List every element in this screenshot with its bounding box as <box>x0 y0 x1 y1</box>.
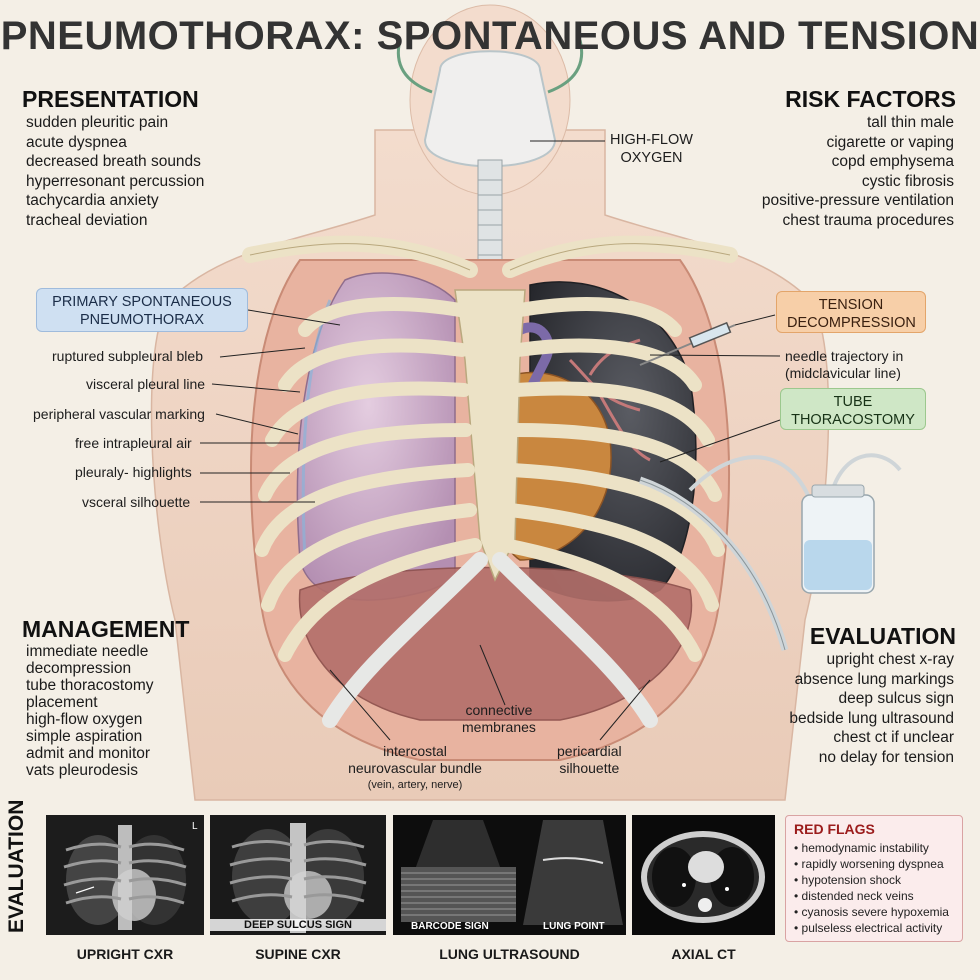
evaluation-strip-label: EVALUATION <box>5 799 28 933</box>
right-ribs <box>498 297 725 662</box>
list-item: copd emphysema <box>831 153 954 170</box>
list-item: decreased breath sounds <box>26 153 201 170</box>
list-item: placement <box>26 694 98 711</box>
red-flags-title: RED FLAGS <box>794 821 875 837</box>
intercostal-bundle-label: intercostal neurovascular bundle (vein, … <box>348 743 482 791</box>
red-flags-box: RED FLAGS • hemodynamic instability • ra… <box>785 815 963 942</box>
supine-cxr-image: DEEP SULCUS SIGN <box>210 815 386 935</box>
management-heading: MANAGEMENT <box>22 616 190 642</box>
label-free-air: free intrapleural air <box>75 435 192 451</box>
list-item: cystic fibrosis <box>861 172 954 190</box>
evaluation-heading: EVALUATION <box>809 623 956 649</box>
barcode-sign-overlay: BARCODE SIGN <box>411 921 489 932</box>
red-flag-item: • rapidly worsening dyspnea <box>794 857 944 871</box>
list-item: deep sulcus sign <box>838 690 954 707</box>
oxygen-mask <box>423 50 557 168</box>
list-item: high-flow oxygen <box>26 711 143 728</box>
list-item: upright chest x-ray <box>826 651 955 668</box>
caption-lung-ultrasound: LUNG ULTRASOUND <box>439 946 580 962</box>
list-item: absence lung markings <box>794 670 954 688</box>
label-peripheral-vascular: peripheral vascular marking <box>33 406 205 422</box>
list-item: tube thoracostomy <box>26 677 154 694</box>
red-flag-item: • cyanosis severe hypoxemia <box>794 905 949 919</box>
axial-ct-image <box>632 815 775 935</box>
list-item: acute dyspnea <box>26 133 127 151</box>
deep-sulcus-overlay: DEEP SULCUS SIGN <box>210 919 386 931</box>
label-pleural-highlights: pleuraly- highlights <box>75 464 192 480</box>
list-item: positive-pressure ventilation <box>761 192 954 209</box>
oxygen-label: HIGH-FLOW OXYGEN <box>610 132 693 166</box>
red-flag-item: • hypotension shock <box>794 873 901 887</box>
risk-factors-list: tall thin male cigarette or vaping copd … <box>762 113 954 230</box>
label-visceral-silhouette: vsceral silhouette <box>82 494 191 510</box>
presentation-heading: PRESENTATION <box>22 86 199 112</box>
list-item: decompression <box>26 660 132 677</box>
list-item: simple aspiration <box>26 728 143 745</box>
caption-supine-cxr: SUPINE CXR <box>255 946 341 962</box>
list-item: cigarette or vaping <box>826 133 954 151</box>
list-item: vats pleurodesis <box>26 762 139 779</box>
chest-illustration <box>150 4 902 801</box>
red-flag-item: • distended neck veins <box>794 889 914 903</box>
list-item: tachycardia anxiety <box>26 192 159 209</box>
film-marker: L <box>192 821 198 832</box>
list-item: hyperresonant percussion <box>26 172 205 190</box>
label-ruptured-bleb: ruptured subpleural bleb <box>52 348 203 364</box>
left-ribs <box>255 297 482 662</box>
needle <box>639 321 736 366</box>
list-item: admit and monitor <box>26 745 151 762</box>
list-item: sudden pleuritic pain <box>26 114 169 131</box>
page-title: PNEUMOTHORAX: SPONTANEOUS AND TENSION <box>0 14 980 58</box>
caption-upright-cxr: UPRIGHT CXR <box>76 946 174 962</box>
upright-cxr-image: L <box>46 815 204 935</box>
needle-trajectory-label: needle trajectory in (midclavicular line… <box>785 348 904 381</box>
list-item: chest trauma procedures <box>782 211 954 229</box>
management-list: immediate needle decompression tube thor… <box>26 643 154 779</box>
red-flag-item: • pulseless electrical activity <box>794 921 943 935</box>
drainage-bottle <box>801 484 875 594</box>
lung-point-overlay: LUNG POINT <box>543 921 605 932</box>
risk-factors-heading: RISK FACTORS <box>785 86 956 112</box>
list-item: no delay for tension <box>818 748 954 766</box>
list-item: bedside lung ultrasound <box>789 709 954 727</box>
tension-decompression-callout: TENSION DECOMPRESSION <box>776 291 926 333</box>
lung-ultrasound-image: BARCODE SIGN LUNG POINT <box>393 815 626 935</box>
list-item: chest ct if unclear <box>833 729 954 746</box>
leader-lines <box>200 140 781 741</box>
red-flag-item: • hemodynamic instability <box>794 841 929 855</box>
evaluation-list: upright chest x-ray absence lung marking… <box>789 650 954 767</box>
list-item: immediate needle <box>26 643 149 660</box>
presentation-list: sudden pleuritic pain acute dyspnea decr… <box>26 113 204 230</box>
connective-membranes-label: connective membranes <box>462 702 536 735</box>
primary-spontaneous-callout: PRIMARY SPONTANEOUS PNEUMOTHORAX <box>36 288 248 332</box>
pericardial-silhouette-label: pericardial silhouette <box>557 743 622 776</box>
tube-thoracostomy-callout: TUBE THORACOSTOMY <box>780 388 926 430</box>
label-visceral-pleural-line: visceral pleural line <box>86 376 206 392</box>
list-item: tracheal deviation <box>26 211 148 229</box>
list-item: tall thin male <box>866 114 954 131</box>
caption-axial-ct: AXIAL CT <box>671 946 736 962</box>
